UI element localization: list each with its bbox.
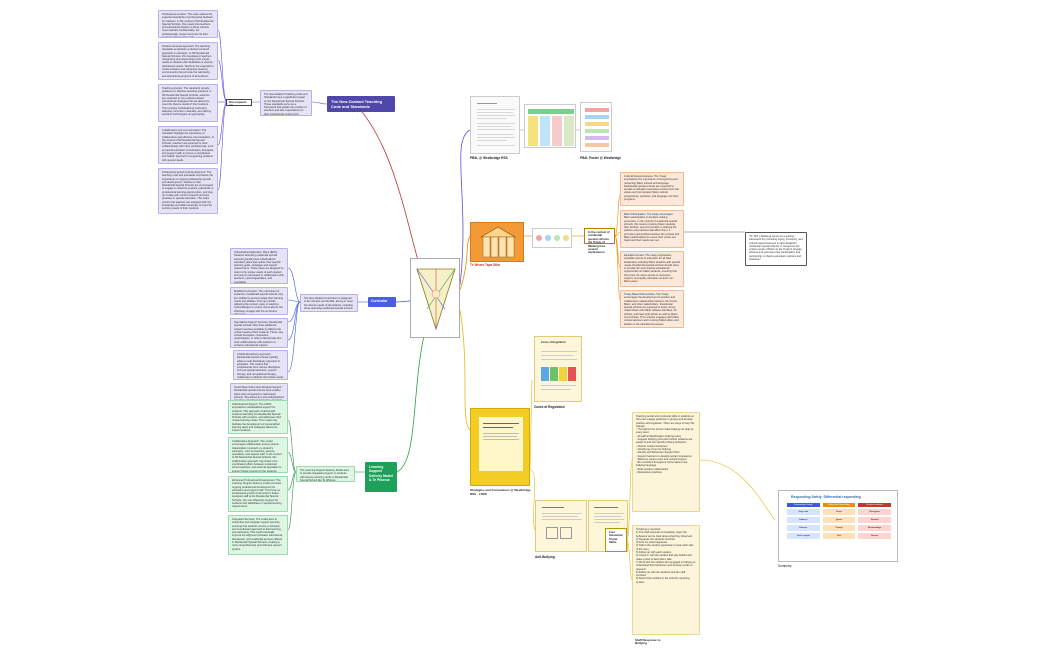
triangle-icon — [416, 268, 456, 331]
summary-column-header: Responding Safely — [787, 503, 820, 507]
tewhare-note-text: Māori Participation: The treaty encourag… — [624, 213, 680, 243]
bullying-prevention-note: Teaching social and emotional skills to … — [632, 412, 700, 512]
nz-note-collaboration: Collaboration and communication: The sta… — [158, 126, 218, 164]
antibullying-image-1[interactable] — [535, 500, 587, 552]
staff-response-text: If bullying is reported: 1) The staff re… — [636, 528, 696, 584]
lsd-note-professional-dev: Enhanced Professional Development: The L… — [228, 476, 288, 512]
summary-caption: Summary — [778, 564, 792, 568]
summary-cell: Reward — [858, 517, 892, 523]
pbl-matrix-image[interactable] — [524, 104, 576, 148]
curricular-description-note: The New Zealand Curriculum is designed t… — [300, 294, 358, 312]
branch-nz-teaching-code[interactable]: The New Zealand Teaching Code and Standa… — [327, 96, 395, 112]
curricular-note-text: Individualized Education Plans (IEPs): S… — [234, 251, 284, 284]
summary-column-header: Positive feedback — [858, 503, 892, 507]
in-context-label: In the context of residential special sc… — [584, 228, 615, 254]
nz-description-text: The New Zealand Teaching Code and Standa… — [264, 93, 308, 116]
zones-caption: Zones of Regulation — [534, 405, 565, 409]
summary-cell: Praise — [822, 509, 856, 515]
summary-column-header: Differential responding — [822, 503, 856, 507]
summary-cell: Review — [858, 533, 892, 539]
nz-note-text: Professional conduct: The code outlines … — [162, 13, 214, 38]
lsd-note-integrated: Integrated Services: The model aims to s… — [228, 515, 288, 555]
triangle-diagram[interactable] — [410, 258, 460, 338]
has-impacts-on-label: Has impacts on — [226, 99, 252, 107]
summary-cell: Stay calm — [787, 509, 820, 515]
lsd-note-text: Collaborative Approach: The model encour… — [232, 440, 282, 473]
zones-image[interactable]: Zones of Regulation — [534, 336, 582, 402]
branch-curricular[interactable]: Curricular — [368, 297, 396, 307]
lsd-description-text: The Learning Support Delivery Model aims… — [300, 469, 350, 482]
four-key-label: Four Interactive Social Skills. — [605, 528, 627, 552]
nz-note-text: Collaboration and communication: The sta… — [162, 129, 214, 162]
staff-response-label: Staff Response to Bullying — [635, 638, 661, 645]
strategies-image[interactable] — [470, 408, 530, 486]
curricular-note-text: A Multi-Disciplinary Approach: Residenti… — [237, 353, 284, 380]
tewhare-note-participation: Māori Participation: The treaty encourag… — [620, 210, 684, 248]
tewhare-caption: Te Whare Tapa Whā — [470, 263, 500, 267]
summary-cell: Remove — [787, 525, 820, 531]
branch-learning-support[interactable]: Learning Support Delivery Model & Te Pik… — [365, 462, 397, 492]
lsd-description-note: The Learning Support Delivery Model aims… — [296, 466, 355, 482]
zones-title: Zones of Regulation — [541, 341, 566, 344]
summary-cell: Ignore — [822, 517, 856, 523]
summary-cell: Seek support — [787, 533, 820, 539]
nz-note-text: Teaching practice: The standards provide… — [162, 87, 212, 117]
tewhare-note-partnerships: Treaty-Based Partnerships: The Treaty en… — [620, 290, 684, 328]
tewhare-note-equitable: Equitable Access: The treaty emphasizes … — [620, 251, 684, 287]
pbl-caption: PB4L @ Westbridge RSS — [470, 156, 508, 160]
summary-cell: Redirect — [787, 517, 820, 523]
nz-note-text: Professional growth and development: The… — [162, 171, 214, 211]
summary-cell: Plan — [822, 533, 856, 539]
summary-panel[interactable]: Responding Safely: Differential respondi… — [778, 490, 898, 562]
antibullying-caption: Anti-Bullying — [535, 555, 555, 559]
curricular-note-text: Specialized Support Services: Residentia… — [234, 321, 283, 348]
tewhare-image[interactable] — [470, 222, 524, 262]
tewhare-note-text: Equitable Access: The treaty emphasizes … — [624, 254, 680, 284]
nz-note-text: Student-centered approach: The teaching … — [162, 45, 214, 78]
house-icon — [479, 226, 517, 258]
curricular-note-iep: Individualized Education Plans (IEPs): S… — [230, 248, 288, 284]
tewhare-note-text: Cultural Responsiveness: The Treaty emph… — [624, 175, 679, 202]
lsd-note-text: Individualized Support: The LSDM emphasi… — [232, 403, 282, 433]
curricular-note-specialized: Specialized Support Services: Residentia… — [230, 318, 288, 348]
curricular-note-text: Modified Curriculum: The curriculum for … — [234, 290, 284, 315]
summary-cell: Acknowledge — [858, 525, 892, 531]
nz-description-note: The New Zealand Teaching Code and Standa… — [260, 90, 312, 116]
nz-note-teaching-practice: Teaching practice: The standards provide… — [158, 84, 218, 122]
treaty-quote-note: "Te Tiriti o Waitangi serves as a guidin… — [745, 232, 807, 266]
strategies-caption: Strategies and Conventions @ Westbridge … — [470, 488, 531, 496]
pbl-document-image[interactable] — [470, 96, 520, 154]
summary-cell: Prompt — [822, 525, 856, 531]
curricular-note-multidisciplinary: A Multi-Disciplinary Approach: Residenti… — [233, 350, 288, 380]
summary-title: Responding Safely: Differential respondi… — [791, 495, 861, 499]
lsd-note-collaborative: Collaborative Approach: The model encour… — [228, 437, 288, 473]
nz-note-professional-conduct: Professional conduct: The code outlines … — [158, 10, 218, 38]
nz-note-professional-growth: Professional growth and development: The… — [158, 168, 218, 214]
pbl-poster-caption: PB4L Poster @ Westbridge — [580, 156, 622, 160]
lsd-note-individualized: Individualized Support: The LSDM emphasi… — [228, 400, 288, 434]
tewhare-note-cultural: Cultural Responsiveness: The Treaty emph… — [620, 172, 684, 206]
staff-response-note: If bullying is reported: 1) The staff re… — [632, 525, 700, 635]
lsd-note-text: Enhanced Professional Development: The L… — [232, 479, 282, 509]
tewhare-note-text: Treaty-Based Partnerships: The Treaty en… — [624, 293, 680, 326]
treaty-quote-text: "Te Tiriti o Waitangi serves as a guidin… — [749, 235, 803, 262]
bullying-prevention-text: Teaching social and emotional skills to … — [636, 415, 695, 475]
curricular-description-text: The New Zealand Curriculum is designed t… — [304, 297, 354, 310]
tewhare-diagram-image[interactable] — [532, 228, 572, 248]
summary-cell: Recognise — [858, 509, 892, 515]
curricular-note-modified: Modified Curriculum: The curriculum for … — [230, 287, 288, 315]
nz-note-student-centered: Student-centered approach: The teaching … — [158, 42, 218, 80]
lsd-note-text: Integrated Services: The model aims to s… — [232, 518, 283, 551]
pbl-poster-image[interactable] — [580, 102, 612, 152]
